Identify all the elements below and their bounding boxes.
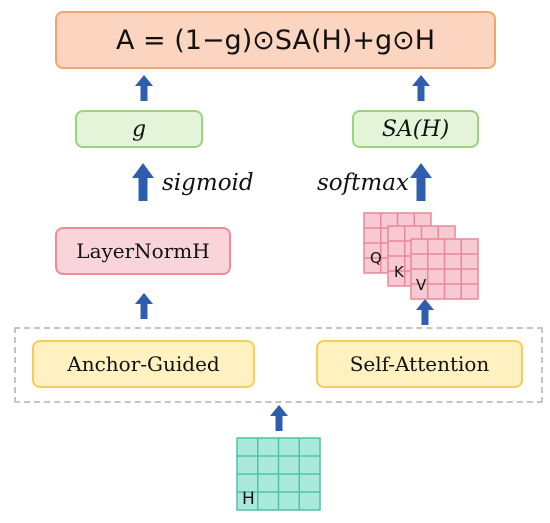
hidden-state-matrix-icon (236, 437, 321, 511)
softmax-label: softmax (317, 170, 409, 196)
sigmoid-label: sigmoid (162, 170, 254, 196)
self-attention-output-box: SA(H) (352, 110, 479, 148)
arrow-up-icon (270, 405, 288, 431)
arrow-up-icon (132, 163, 154, 201)
anchor-guided-box: Anchor-Guided (32, 340, 255, 388)
gate-box: g (75, 110, 203, 148)
hidden-state-label: H (242, 489, 255, 509)
layernorm-label: LayerNormH (76, 239, 210, 263)
arrow-up-icon (135, 75, 153, 101)
self-attention-box: Self-Attention (316, 340, 523, 388)
value-matrix-icon (410, 238, 479, 300)
anchor-guided-label: Anchor-Guided (67, 352, 220, 376)
key-label: K (394, 263, 404, 281)
self-attention-label: Self-Attention (349, 352, 490, 376)
value-label: V (416, 276, 427, 294)
arrow-up-icon (416, 299, 434, 325)
layernorm-box: LayerNormH (55, 227, 231, 275)
gate-label: g (131, 116, 147, 142)
query-label: Q (370, 249, 382, 267)
arrow-up-icon (410, 163, 432, 201)
output-formula-box: A = (1−g)⊙SA(H)+g⊙H (55, 11, 496, 69)
output-formula: A = (1−g)⊙SA(H)+g⊙H (115, 24, 436, 56)
attention-module-group (14, 327, 543, 403)
arrow-up-icon (412, 75, 430, 101)
sa-label: SA(H) (381, 116, 450, 142)
arrow-up-icon (135, 293, 153, 319)
